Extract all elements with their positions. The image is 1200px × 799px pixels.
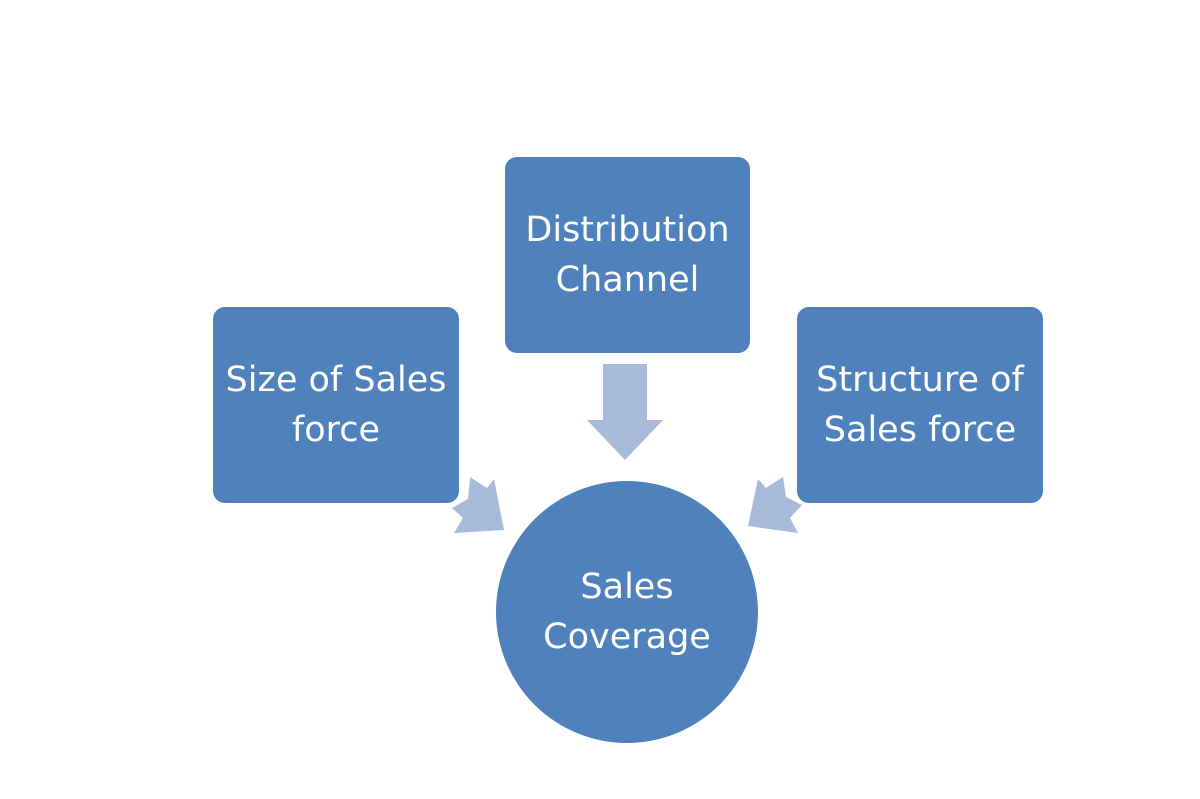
- node-label: Size of Sales force: [225, 360, 447, 450]
- node-label: Structure of Sales force: [816, 360, 1024, 450]
- arrow-icon-left: [452, 477, 504, 533]
- arrow-icon-top: [587, 364, 663, 460]
- node-structure-of-sales-force: Structure of Sales force: [797, 307, 1043, 503]
- node-size-of-sales-force: Size of Sales force: [213, 307, 459, 503]
- center-label: Sales Coverage: [543, 567, 711, 657]
- node-label: Distribution Channel: [525, 210, 730, 300]
- node-distribution-channel: Distribution Channel: [505, 157, 750, 353]
- center-node-sales-coverage: Sales Coverage: [496, 481, 758, 743]
- arrow-icon-right: [748, 477, 802, 533]
